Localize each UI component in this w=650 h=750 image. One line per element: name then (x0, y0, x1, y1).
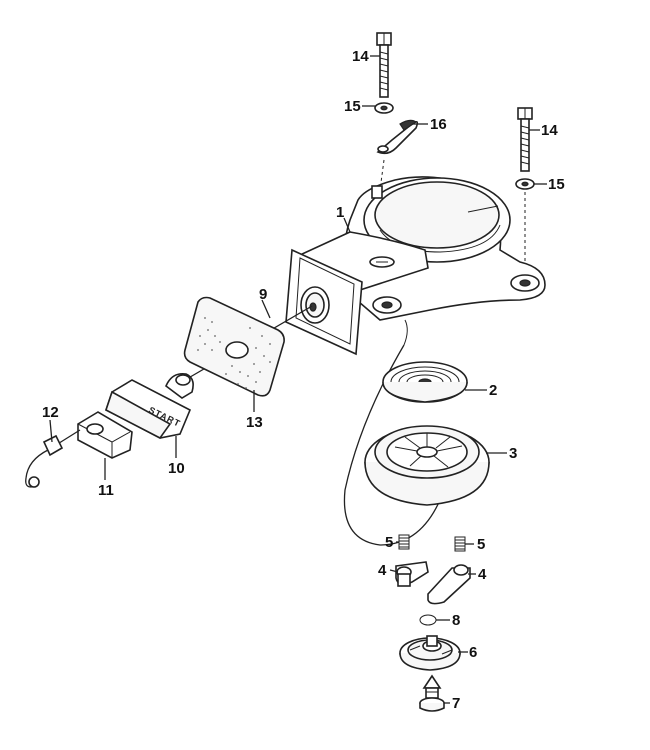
leader-lines (49, 55, 547, 704)
callout-5-left: 5 (385, 534, 393, 551)
part-4-pawl-right (427, 564, 471, 605)
part-1-starter-housing (285, 176, 546, 356)
callout-3: 3 (509, 445, 517, 462)
part-7-screw (419, 674, 445, 712)
callout-15-right: 15 (548, 176, 565, 193)
part-14-bolt-left (376, 32, 392, 98)
callout-13: 13 (246, 414, 263, 431)
callout-5-right: 5 (477, 536, 485, 553)
part-9-rope-lower (343, 344, 441, 546)
callouts: 14 15 16 14 15 1 2 3 9 13 10 11 12 5 5 4… (42, 48, 565, 712)
part-4-pawl-left (395, 561, 429, 587)
part-14-bolt-right (517, 107, 533, 172)
callout-4-left: 4 (378, 562, 387, 579)
part-5-spring-right (454, 536, 466, 552)
part-13-handle-pad (183, 296, 285, 397)
part-15-washer-left (374, 102, 394, 114)
part-3-reel (364, 425, 490, 506)
part-2-recoil-spring (382, 361, 468, 403)
callout-4-right: 4 (478, 566, 487, 583)
callout-15-top: 15 (344, 98, 361, 115)
callout-9: 9 (259, 286, 267, 303)
callout-14-top: 14 (352, 48, 369, 65)
callout-2: 2 (489, 382, 497, 399)
callout-14-right: 14 (541, 122, 558, 139)
part-6-ratchet-plate (399, 635, 461, 671)
part-10-start-handle: START (105, 372, 194, 440)
callout-7: 7 (452, 695, 460, 712)
callout-1: 1 (336, 204, 344, 221)
callout-10: 10 (168, 460, 185, 477)
part-8-clip-ring (419, 614, 437, 626)
callout-8: 8 (452, 612, 460, 629)
part-5-spring-left (398, 534, 410, 550)
callout-6: 6 (469, 644, 477, 661)
part-15-washer-right (515, 178, 535, 190)
part-11-rope-holder (77, 411, 133, 459)
callout-16: 16 (430, 116, 447, 133)
callout-12: 12 (42, 404, 59, 421)
part-16-clip (376, 119, 419, 155)
part-12-hook (25, 429, 81, 488)
callout-11: 11 (98, 482, 114, 499)
